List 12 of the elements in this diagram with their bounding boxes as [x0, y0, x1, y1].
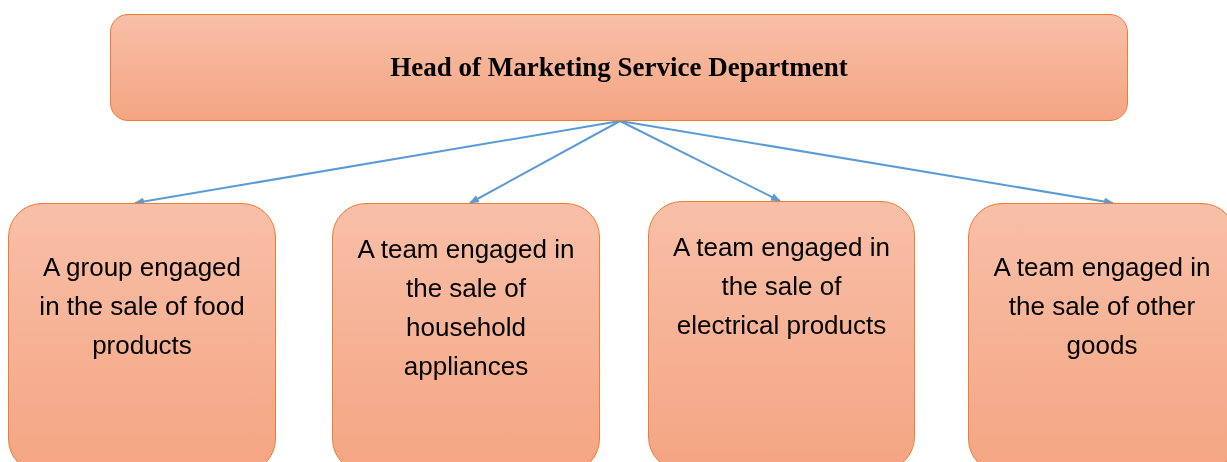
- department-box: [110, 14, 1128, 121]
- team-box: [648, 201, 915, 462]
- box-label: A team engaged in the sale of other goods: [992, 251, 1212, 362]
- heading: Head of Marketing Service Department: [390, 51, 848, 85]
- box-label: A team engaged in the sale of household appliances: [356, 233, 576, 383]
- team-box: [332, 203, 600, 462]
- team-box: [968, 203, 1227, 462]
- box-label: A group engaged in the sale of food products: [38, 251, 246, 362]
- team-box: [8, 203, 276, 462]
- arrow: [619, 120, 781, 202]
- box-label: A team engaged in the sale of electrical products: [672, 231, 891, 342]
- arrow: [469, 120, 621, 204]
